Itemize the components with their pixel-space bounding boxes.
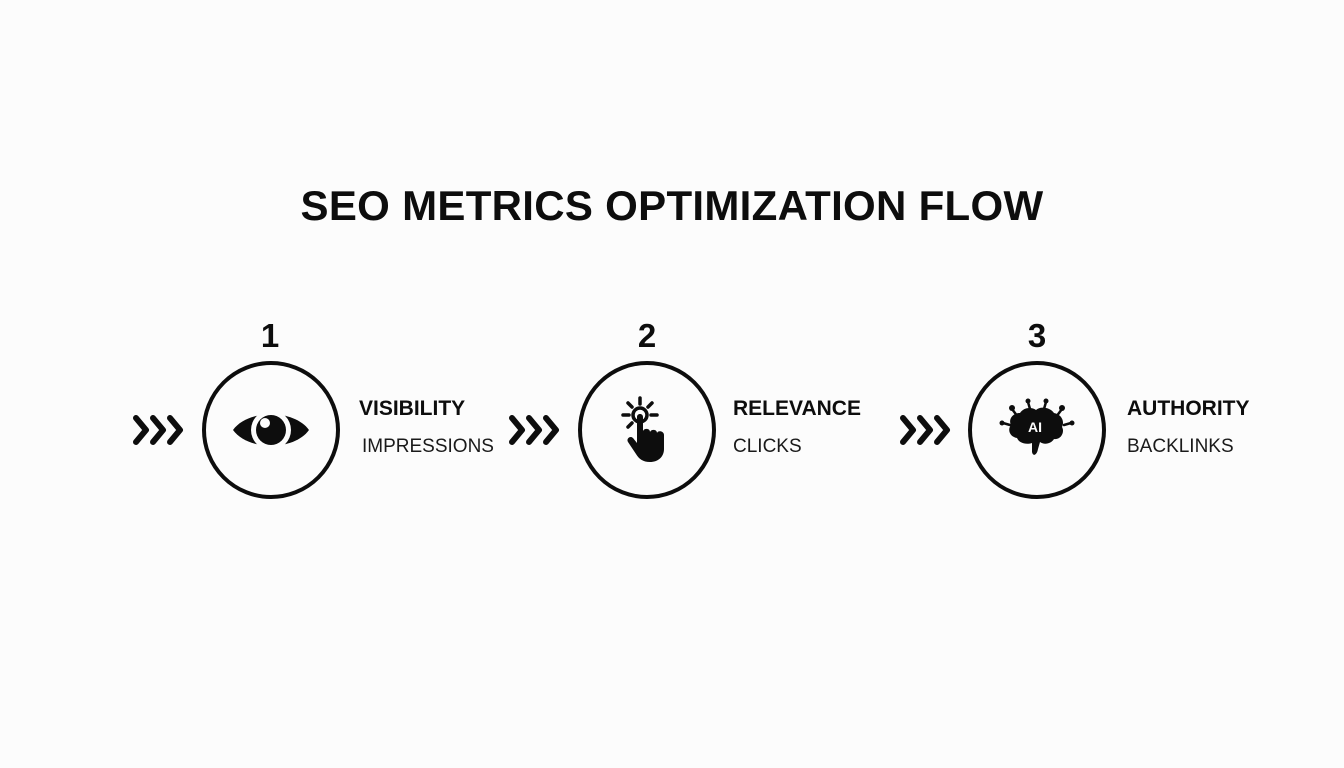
step-icon-circle: AI: [968, 361, 1106, 499]
step-number: 1: [260, 317, 280, 354]
step-metric: CLICKS: [733, 436, 802, 457]
chevrons-arrow-icon: [509, 415, 559, 445]
click-hand-icon: [621, 396, 664, 462]
chevrons-arrow-icon: [133, 415, 183, 445]
eye-icon: [233, 410, 309, 450]
ai-icon-text: AI: [1028, 419, 1042, 435]
step-number: 2: [637, 317, 657, 354]
step-metric: BACKLINKS: [1127, 436, 1234, 457]
step-icon-circle: [578, 361, 716, 499]
step-metric: IMPRESSIONS: [362, 436, 494, 457]
step-label: RELEVANCE: [733, 397, 861, 420]
chevrons-arrow-icon: [900, 415, 950, 445]
step-label: VISIBILITY: [359, 397, 466, 420]
step-number: 3: [1027, 317, 1047, 354]
page-title: SEO METRICS OPTIMIZATION FLOW: [300, 182, 1044, 229]
step-icon-circle: [202, 361, 340, 499]
step-label: AUTHORITY: [1127, 397, 1250, 420]
ai-brain-icon: AI: [999, 398, 1075, 455]
